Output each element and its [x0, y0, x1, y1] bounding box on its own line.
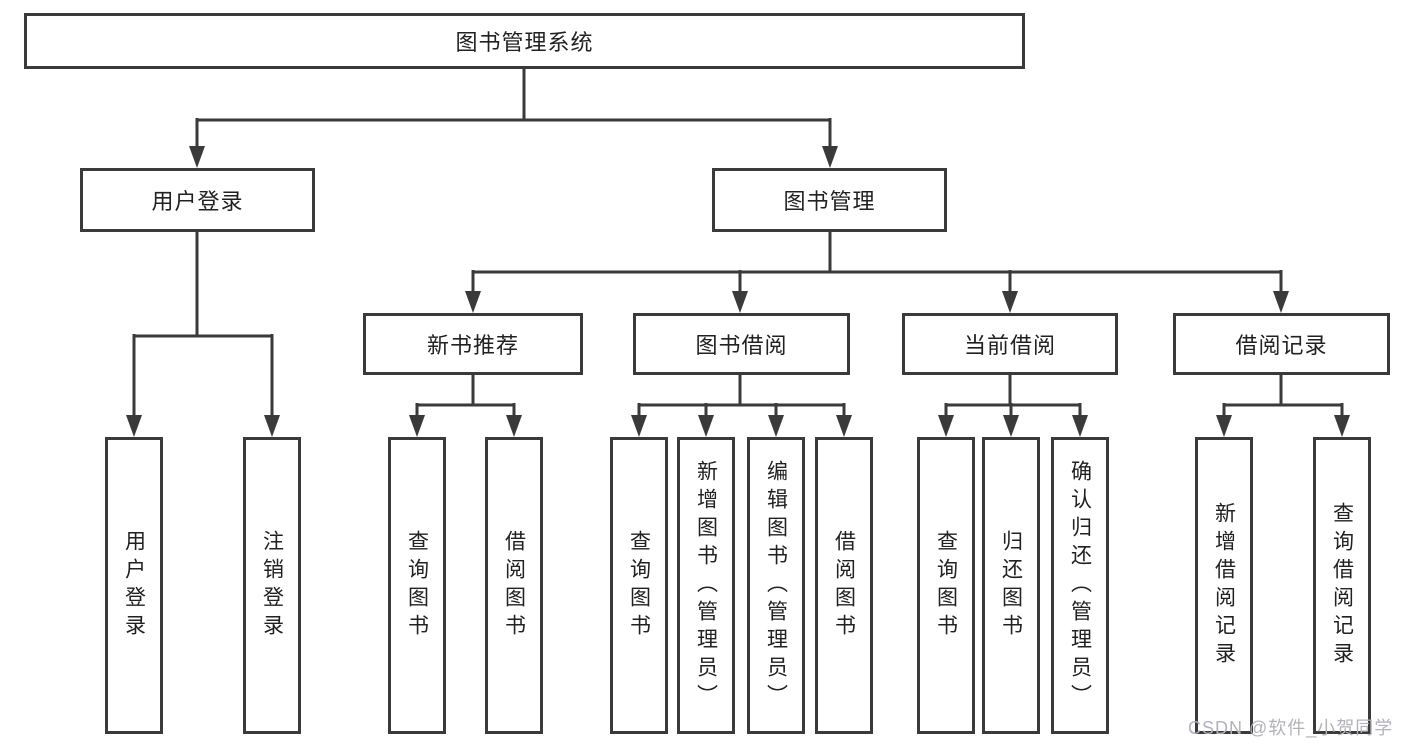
- node-label: 查询图书: [405, 529, 429, 642]
- node-book-management: 图书管理: [712, 168, 947, 232]
- node-label: 当前借阅: [963, 333, 1056, 358]
- node-label: 图书管理系统: [455, 30, 594, 55]
- node-label: 借阅图书: [502, 529, 526, 642]
- node-label: 查询借阅记录: [1330, 501, 1354, 670]
- node-label: 用户登录: [151, 189, 244, 214]
- node-label: 新增借阅记录: [1212, 501, 1236, 670]
- node-label: 编辑图书（管理员）: [764, 459, 788, 712]
- leaf-borrow-books-recommend: 借阅图书: [485, 437, 543, 734]
- node-label: 归还图书: [999, 529, 1023, 642]
- node-label: 借阅记录: [1235, 333, 1328, 358]
- node-label: 查询图书: [934, 529, 958, 642]
- node-label: 注销登录: [260, 529, 284, 642]
- node-label: 借阅图书: [832, 529, 856, 642]
- node-library-management-system: 图书管理系统: [24, 13, 1025, 69]
- leaf-edit-books-admin: 编辑图书（管理员）: [747, 437, 805, 734]
- leaf-user-login: 用户登录: [105, 437, 163, 734]
- node-label: 图书借阅: [695, 333, 788, 358]
- node-label: 查询图书: [627, 529, 651, 642]
- leaf-query-borrow-record: 查询借阅记录: [1313, 437, 1371, 734]
- csdn-watermark: CSDN @软件_小贺同学: [1188, 718, 1394, 738]
- node-borrowing-records: 借阅记录: [1173, 313, 1390, 375]
- node-label: 确认归还（管理员）: [1068, 459, 1092, 712]
- leaf-confirm-return-admin: 确认归还（管理员）: [1051, 437, 1109, 734]
- leaf-query-books-recommend: 查询图书: [388, 437, 446, 734]
- leaf-query-books-current: 查询图书: [917, 437, 975, 734]
- node-user-login: 用户登录: [80, 168, 315, 232]
- leaf-borrow-books-borrowing: 借阅图书: [815, 437, 873, 734]
- node-new-book-recommendation: 新书推荐: [363, 313, 583, 375]
- leaf-return-books: 归还图书: [982, 437, 1040, 734]
- leaf-add-books-admin: 新增图书（管理员）: [677, 437, 735, 734]
- leaf-add-borrow-record: 新增借阅记录: [1195, 437, 1253, 734]
- node-book-borrowing: 图书借阅: [633, 313, 850, 375]
- node-label: 用户登录: [122, 529, 146, 642]
- leaf-logout-login: 注销登录: [243, 437, 301, 734]
- node-current-borrowing: 当前借阅: [902, 313, 1118, 375]
- node-label: 图书管理: [783, 189, 876, 214]
- leaf-query-books-borrowing: 查询图书: [610, 437, 668, 734]
- node-label: 新书推荐: [426, 333, 519, 358]
- node-label: 新增图书（管理员）: [694, 459, 718, 712]
